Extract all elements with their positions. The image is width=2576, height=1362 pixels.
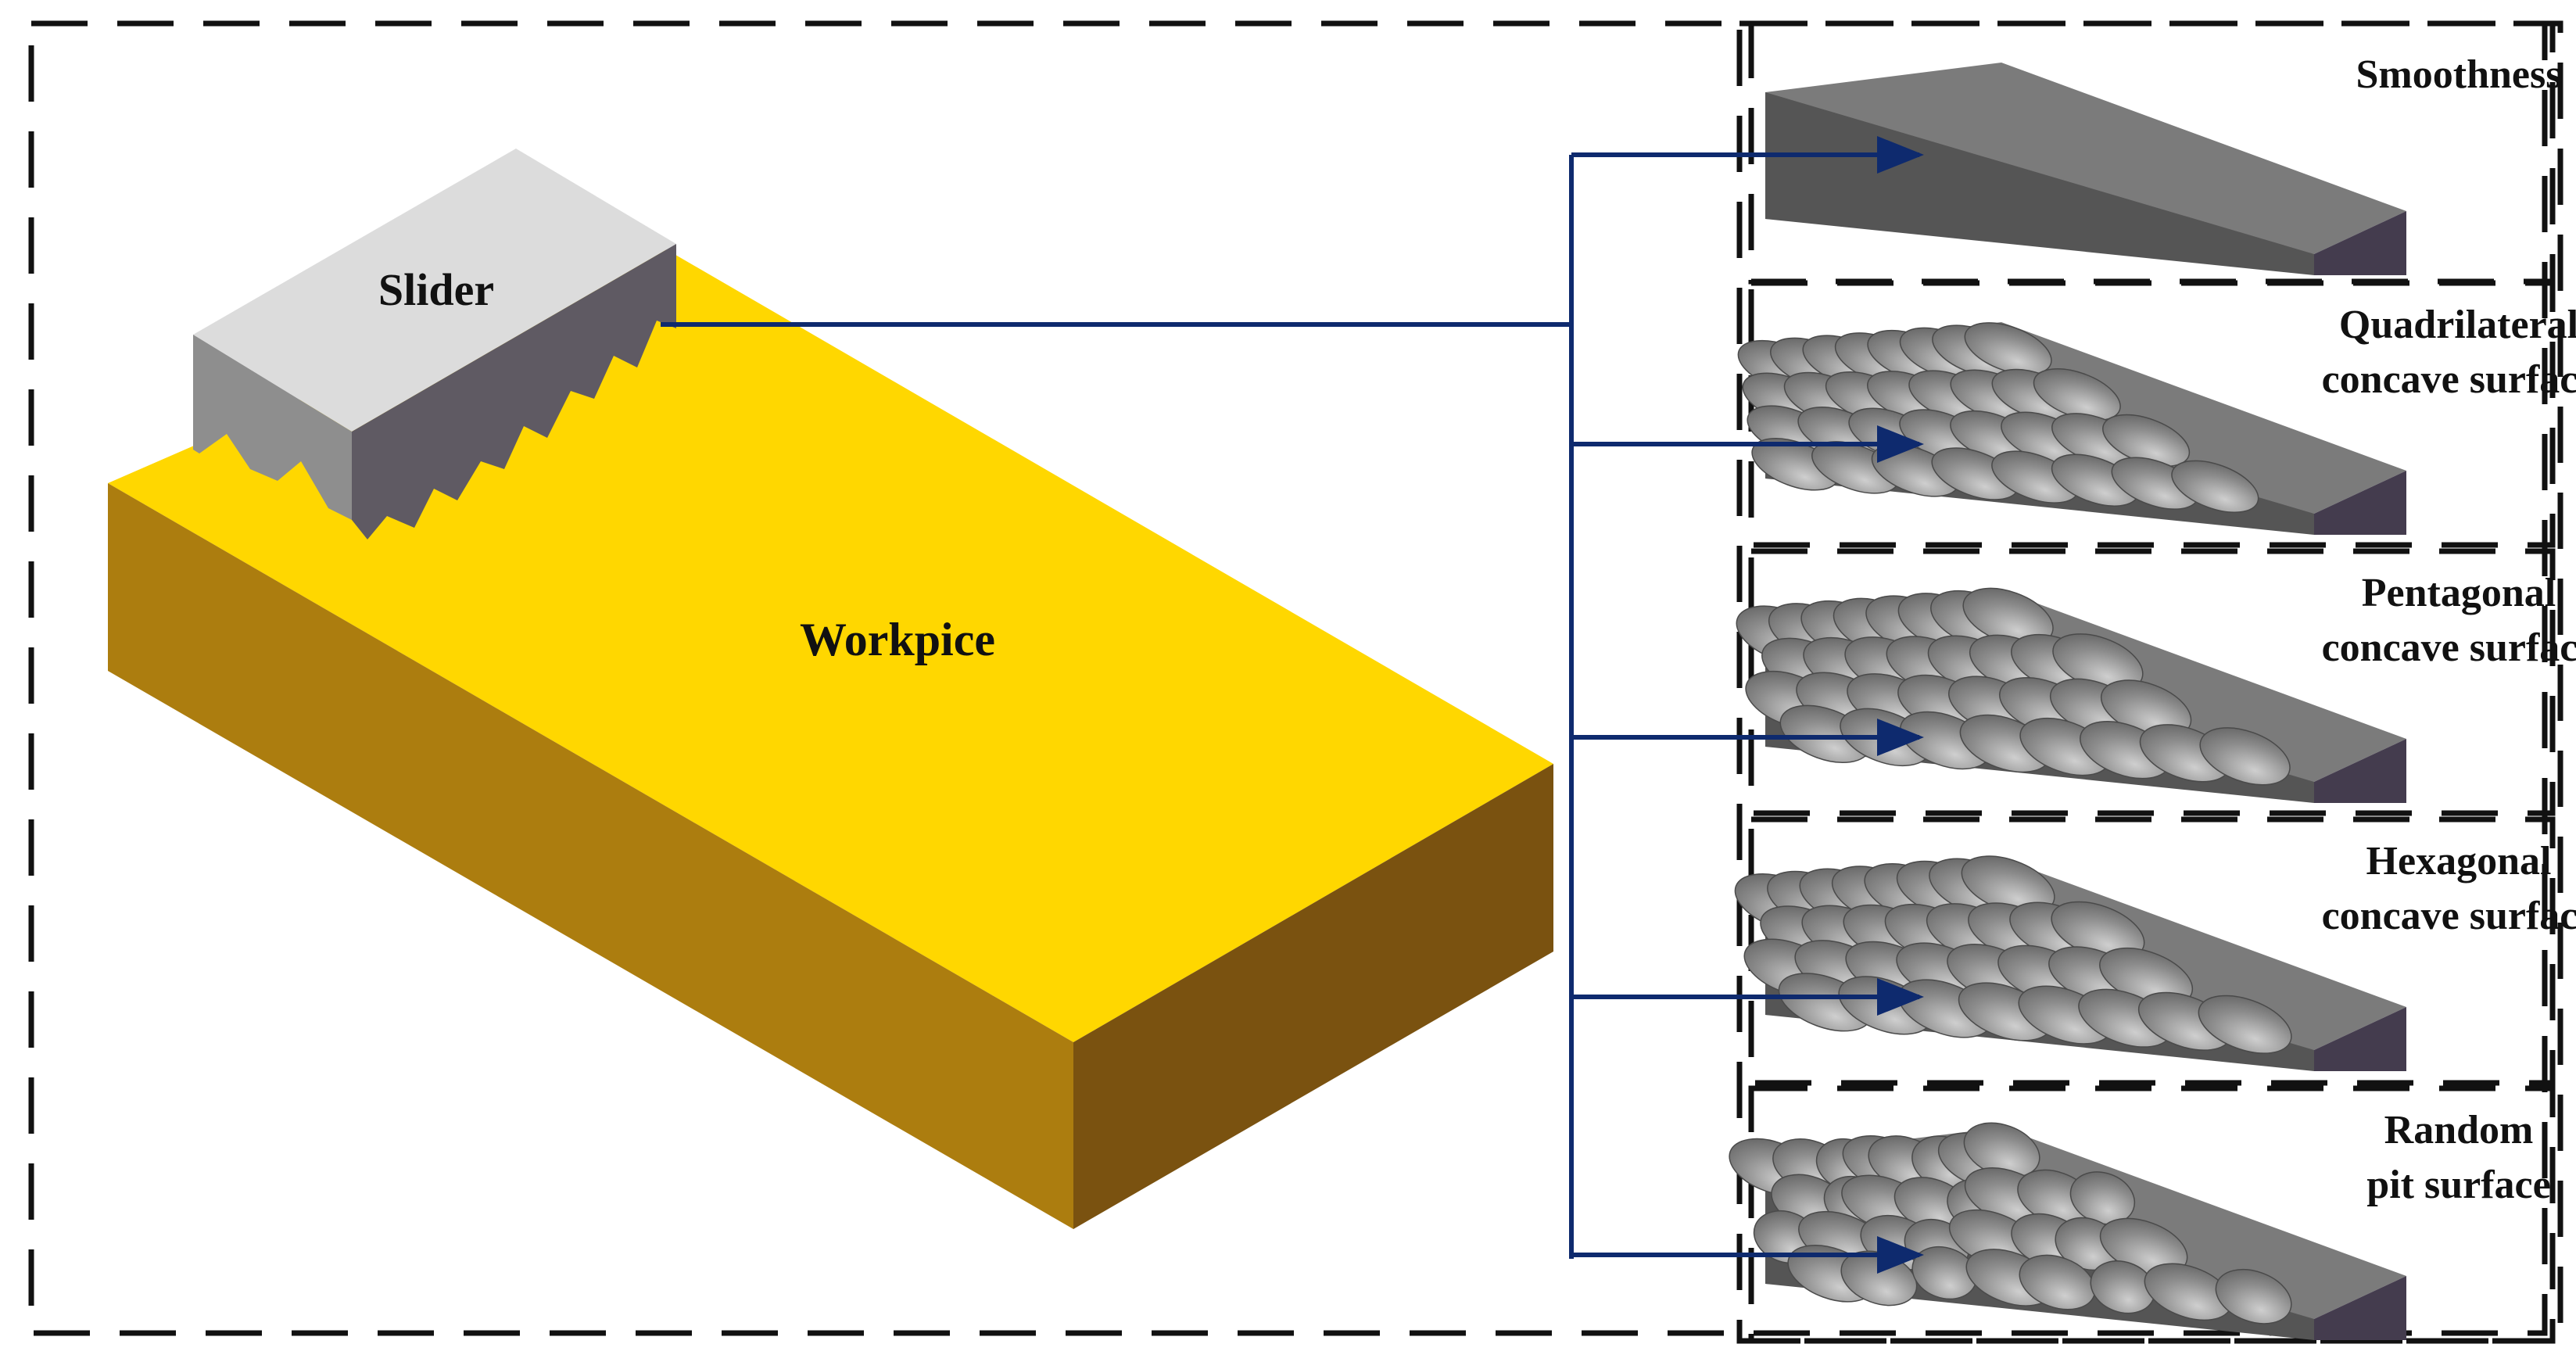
surface-panel-smooth: Smoothness (1571, 20, 2562, 285)
slider-block (193, 149, 676, 539)
surface-panel-penta: Pentagonal concave surface (1571, 548, 2576, 816)
surface-label: concave surface (2322, 625, 2576, 670)
surface-right-face (2314, 739, 2406, 803)
right-panel-dashed-frame (1736, 20, 2563, 1344)
surface-label: concave surface (2322, 357, 2576, 402)
outer-dashed-frame (28, 20, 2548, 1336)
surface-dimple (2199, 727, 2291, 786)
workpiece-label: Workpice (800, 614, 995, 665)
surface-label: Random (2384, 1108, 2534, 1152)
slider-top-face (193, 149, 676, 432)
slider-label: Slider (378, 264, 494, 315)
surface-panel-hexa: Hexagonal concave surface (1571, 816, 2576, 1086)
surface-panel-frame (1748, 1085, 2556, 1344)
surface-panel-quad: Quadrilateral concave surface (1571, 280, 2576, 548)
surface-label: pit surface (2366, 1163, 2550, 1207)
surface-right-face (2314, 471, 2406, 535)
surface-right-face (2314, 1276, 2406, 1340)
surface-label: Hexagonal (2366, 839, 2552, 884)
surface-dimple (1964, 322, 2052, 375)
workpiece-left-face (108, 483, 1073, 1229)
surface-label: Smoothness (2356, 52, 2562, 97)
slider-right-face (352, 244, 676, 539)
surface-panel-random: Random pit surface (1571, 1085, 2556, 1344)
surface-dimple (2171, 460, 2259, 514)
surface-dimple (2215, 1268, 2292, 1324)
surface-right-face (2314, 211, 2406, 275)
connector-lines (661, 155, 1574, 1259)
surface-label: Pentagonal (2362, 571, 2556, 615)
surface-dimple (2198, 995, 2292, 1054)
surface-label: concave surface (2322, 894, 2576, 938)
surface-right-face (2314, 1007, 2406, 1071)
surface-dimple (2019, 1254, 2096, 1310)
slider-left-face (193, 335, 352, 520)
surface-label: Quadrilateral (2339, 303, 2576, 347)
workpiece-right-face (1073, 764, 1553, 1229)
